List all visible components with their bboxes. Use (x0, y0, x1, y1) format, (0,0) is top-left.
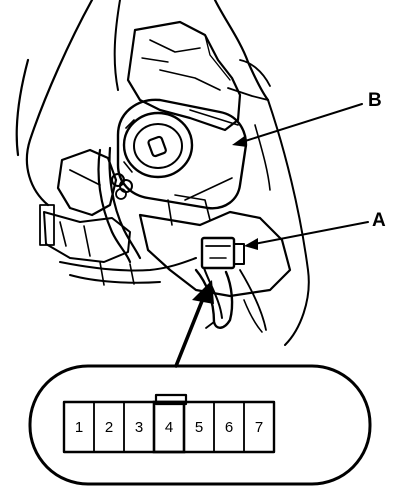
ignition-switch (116, 98, 248, 210)
pin-cell-7 (243, 401, 275, 453)
callout-label-b: B (368, 90, 382, 111)
pin-label-2: 2 (105, 419, 113, 436)
pin-label-3: 3 (135, 419, 143, 436)
pin-label-7: 7 (255, 419, 263, 436)
left-mount-area (39, 146, 142, 264)
connector-outline (28, 364, 372, 486)
connector-a (200, 236, 245, 270)
pin-cells: 1 2 3 4 5 6 7 (63, 400, 275, 454)
pin-label-4: 4 (165, 419, 173, 436)
callout-label-a: A (372, 210, 386, 231)
pin-label-5: 5 (195, 419, 203, 436)
pin-label-1: 1 (75, 419, 83, 436)
steering-column-outline (15, 0, 310, 346)
view-arrow (174, 280, 214, 368)
callout-leaders (232, 103, 369, 250)
arrowhead-a (244, 238, 258, 250)
pin-label-6: 6 (225, 419, 233, 436)
connector-latch (154, 393, 188, 406)
arrowhead-b (232, 135, 247, 147)
terminal-view: 1 2 3 4 5 6 7 (28, 364, 372, 486)
column-housing (126, 20, 242, 132)
lower-column (59, 194, 292, 333)
